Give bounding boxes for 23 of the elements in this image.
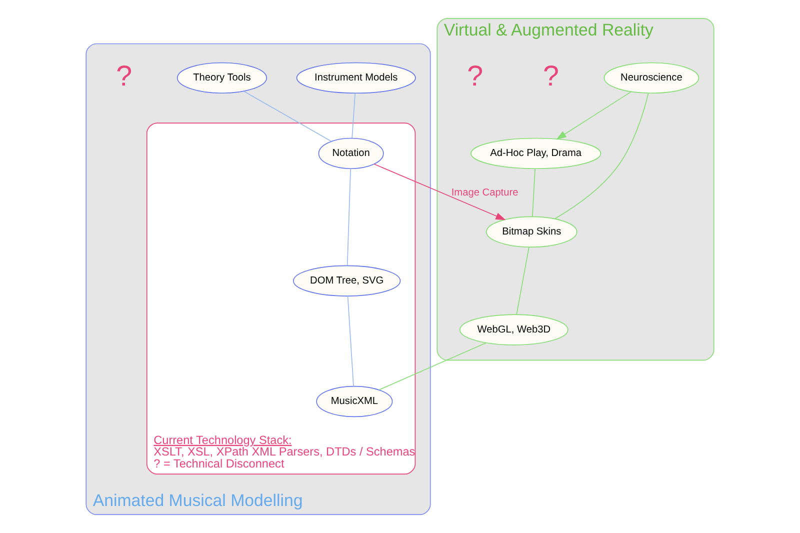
connector [243,90,332,142]
connector [516,246,530,315]
arrow [556,91,632,140]
connector [346,168,351,266]
node-ellipse: MusicXML [316,386,393,418]
node-ellipse: DOM Tree, SVG [293,265,401,296]
arrow [374,164,506,220]
connector [352,92,356,138]
node-ellipse: Neuroscience [604,62,700,94]
node-ellipse: Ad-Hoc Play, Drama [470,138,602,170]
node-ellipse: WebGL, Web3D [459,314,568,346]
connector [378,342,487,390]
edge-label: Image Capture [451,187,518,198]
node-ellipse: Theory Tools [176,62,267,94]
connector [532,168,536,218]
node-ellipse: Notation [318,138,384,170]
connector [554,92,649,220]
label: ? [116,60,132,92]
node-ellipse: Instrument Models [296,62,416,94]
label: ? [467,60,484,92]
node-ellipse: Bitmap Skins [486,216,578,248]
connector [347,296,354,387]
label: ? [543,60,560,92]
